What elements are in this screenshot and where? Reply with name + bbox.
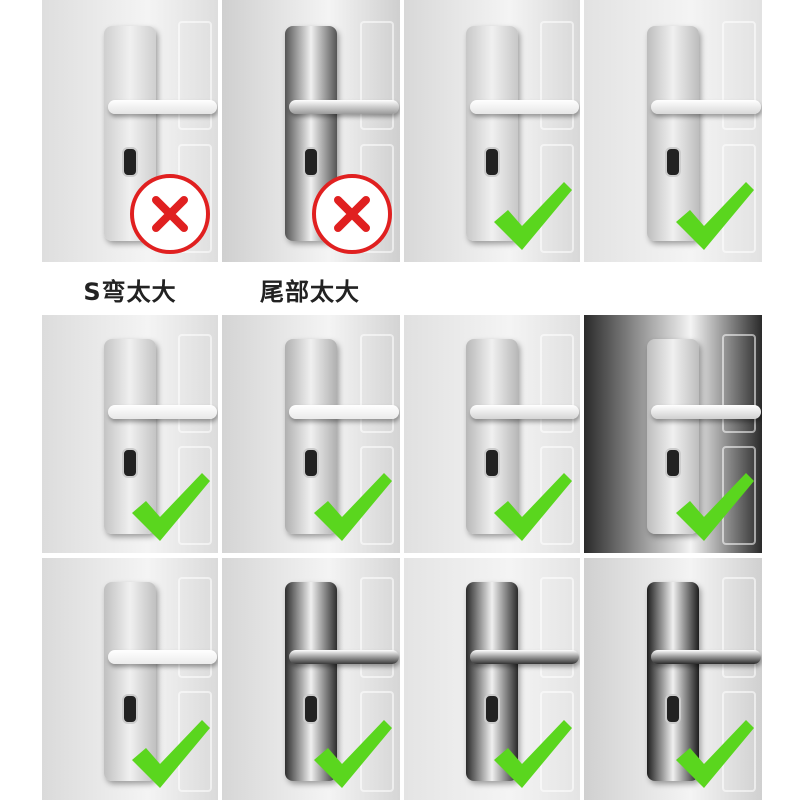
lock-cylinder bbox=[665, 693, 681, 724]
door-panel bbox=[540, 691, 574, 792]
lock-cylinder bbox=[665, 448, 681, 479]
check-mark-icon bbox=[314, 473, 392, 541]
check-mark-icon bbox=[314, 720, 392, 788]
check-shape bbox=[676, 473, 754, 541]
door-panel bbox=[722, 20, 756, 130]
check-shape bbox=[132, 720, 210, 788]
door-panel bbox=[178, 445, 212, 546]
lever-handle bbox=[470, 649, 580, 664]
handle-backplate bbox=[466, 582, 518, 781]
lever-handle bbox=[651, 99, 762, 114]
lock-cylinder bbox=[484, 146, 500, 177]
check-shape bbox=[314, 473, 392, 541]
handle-backplate bbox=[466, 26, 518, 242]
lever-handle bbox=[108, 649, 218, 664]
handle-tile-black-slim bbox=[584, 558, 762, 800]
check-shape bbox=[132, 473, 210, 541]
door-panel bbox=[178, 334, 212, 434]
check-mark-icon bbox=[494, 182, 572, 250]
lever-handle bbox=[289, 99, 400, 114]
lock-cylinder bbox=[303, 146, 319, 177]
caption-tail-too-big: 尾部太大 bbox=[260, 278, 360, 306]
check-mark-icon bbox=[494, 720, 572, 788]
lever-handle bbox=[651, 405, 762, 420]
handle-backplate bbox=[647, 26, 699, 242]
door-panel bbox=[178, 691, 212, 792]
handle-tile-black-arched bbox=[222, 558, 400, 800]
lock-cylinder bbox=[122, 448, 138, 479]
check-shape bbox=[676, 720, 754, 788]
lever-handle bbox=[651, 649, 762, 664]
handle-backplate bbox=[104, 338, 156, 534]
door-panel bbox=[540, 144, 574, 253]
door-panel bbox=[722, 691, 756, 792]
check-shape bbox=[676, 182, 754, 250]
check-mark-icon bbox=[676, 720, 754, 788]
check-shape bbox=[314, 720, 392, 788]
lock-cylinder bbox=[484, 448, 500, 479]
lock-cylinder bbox=[303, 693, 319, 724]
door-panel bbox=[540, 577, 574, 679]
handle-backplate bbox=[285, 582, 337, 781]
check-shape bbox=[494, 473, 572, 541]
door-panel bbox=[178, 577, 212, 679]
check-mark-icon bbox=[676, 473, 754, 541]
lever-handle bbox=[470, 99, 580, 114]
door-panel bbox=[540, 445, 574, 546]
check-mark-icon bbox=[676, 182, 754, 250]
handle-tile-mortise-on-dark bbox=[584, 315, 762, 553]
handle-backplate bbox=[466, 338, 518, 534]
door-panel bbox=[360, 334, 394, 434]
lock-cylinder bbox=[303, 448, 319, 479]
cross-shape bbox=[152, 196, 188, 232]
handle-backplate bbox=[647, 582, 699, 781]
handle-tile-ornate-silver bbox=[42, 0, 218, 262]
cross-mark-icon bbox=[130, 174, 210, 254]
lever-handle bbox=[108, 99, 218, 114]
handle-tile-slim-silver bbox=[42, 558, 218, 800]
check-mark-icon bbox=[132, 720, 210, 788]
lever-handle bbox=[470, 405, 580, 420]
door-panel bbox=[722, 445, 756, 546]
lever-handle bbox=[289, 405, 400, 420]
check-mark-icon bbox=[132, 473, 210, 541]
lock-cylinder bbox=[122, 146, 138, 177]
check-shape bbox=[494, 720, 572, 788]
door-panel bbox=[722, 334, 756, 434]
check-shape bbox=[494, 182, 572, 250]
door-panel bbox=[360, 20, 394, 130]
lever-handle bbox=[289, 649, 400, 664]
door-panel bbox=[540, 334, 574, 434]
door-panel bbox=[722, 577, 756, 679]
lock-cylinder bbox=[665, 146, 681, 177]
door-panel bbox=[360, 691, 394, 792]
handle-tile-arched-silver bbox=[584, 0, 762, 262]
door-panel bbox=[360, 577, 394, 679]
handle-tile-two-tone-satin bbox=[222, 315, 400, 553]
door-panel bbox=[722, 144, 756, 253]
lock-cylinder bbox=[484, 693, 500, 724]
handle-tile-brushed-steel bbox=[404, 315, 580, 553]
handle-tile-engraved-silver bbox=[42, 315, 218, 553]
lock-cylinder bbox=[122, 693, 138, 724]
handle-backplate bbox=[104, 582, 156, 781]
handle-tile-straight-bar bbox=[404, 0, 580, 262]
cross-shape bbox=[334, 196, 370, 232]
handle-tile-black-square bbox=[404, 558, 580, 800]
handle-tile-dark-grey bbox=[222, 0, 400, 262]
cross-mark-icon bbox=[312, 174, 392, 254]
door-panel bbox=[540, 20, 574, 130]
lever-handle bbox=[108, 405, 218, 420]
door-panel bbox=[178, 20, 212, 130]
door-panel bbox=[360, 445, 394, 546]
caption-s-bend-too-big: S弯太大 bbox=[83, 278, 177, 306]
check-mark-icon bbox=[494, 473, 572, 541]
